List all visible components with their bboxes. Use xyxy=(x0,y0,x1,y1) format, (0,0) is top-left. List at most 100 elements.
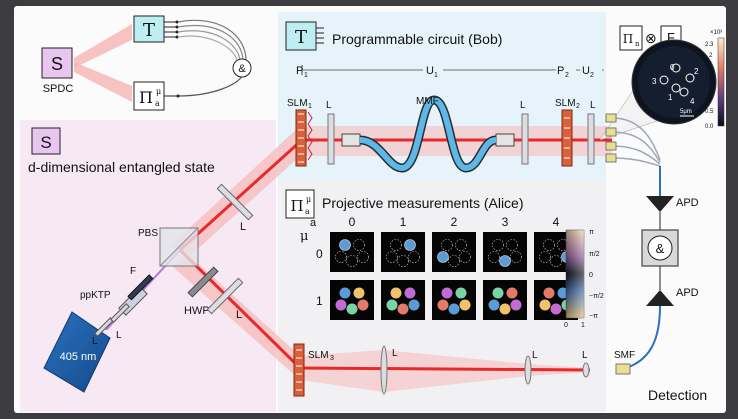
mode-spot xyxy=(437,251,449,263)
slm3-label: SLM xyxy=(308,350,329,361)
stage-p2-sub: 2 xyxy=(565,72,569,79)
intensity-colorbar: ×10³ 2.3 2 1.5 1 0.5 0.0 xyxy=(705,30,725,130)
mode-spot xyxy=(455,287,467,299)
alice-title: Projective measurements (Alice) xyxy=(322,195,524,211)
state-source-icon xyxy=(31,127,61,155)
slm1-sub: 1 xyxy=(308,103,312,110)
phase-tick-2: 0 xyxy=(589,272,593,279)
slm2-label: SLM xyxy=(555,98,576,109)
mode-spot xyxy=(408,299,420,311)
alice-lens-2 xyxy=(524,355,532,385)
mode-spot xyxy=(550,255,562,267)
scale-tick-3: 1 xyxy=(709,92,713,98)
mode-spot xyxy=(353,239,365,251)
phase-tick-0: π xyxy=(589,229,594,236)
stage-u1: U xyxy=(426,65,434,77)
smf-label: SMF xyxy=(614,350,635,361)
mode-spot xyxy=(346,255,358,267)
slm1-label: SLM xyxy=(287,98,308,109)
state-panel-title: d-dimensional entangled state xyxy=(28,159,215,175)
mode-spot xyxy=(550,303,562,315)
pump-lens-2-label: L xyxy=(116,330,122,341)
mode-spot xyxy=(339,287,351,299)
scale-bar-label: 5μm xyxy=(680,109,692,115)
core-label-1: 1 xyxy=(668,93,673,102)
alice-projector-sup: μ xyxy=(306,195,311,204)
mode-spot xyxy=(408,251,420,263)
scale-exponent: ×10³ xyxy=(710,30,722,36)
ppktp-label: ppKTP xyxy=(80,290,111,301)
coincidence-icon xyxy=(232,58,252,78)
alice-row-0: 0 xyxy=(316,247,323,261)
mode-spot xyxy=(448,303,460,315)
mode-spot xyxy=(510,251,522,263)
filter-element xyxy=(127,274,154,301)
alice-column-labels: 0 1 2 3 4 xyxy=(349,215,560,229)
phase-amplitude-colorbar: π π/2 0 −π/2 −π 0 1 xyxy=(564,229,604,329)
alice-projector-symbol: Π xyxy=(290,197,303,215)
mode-spot xyxy=(353,287,365,299)
projector-icon xyxy=(133,81,165,111)
coincidence-unit-icon xyxy=(647,235,673,261)
mode-spot xyxy=(459,251,471,263)
mode-spot xyxy=(506,239,518,251)
detection-op-sub: n xyxy=(635,40,640,48)
pump-lens-1-label: L xyxy=(92,336,98,347)
bob-tomography-icon xyxy=(285,21,317,51)
apd-top xyxy=(646,196,674,212)
mode-spot xyxy=(539,251,551,263)
alice-a-label: a xyxy=(310,217,317,229)
apd-bottom-label: APD xyxy=(676,287,699,299)
alice-projector-sub: a xyxy=(305,207,310,216)
mode-spot xyxy=(510,299,522,311)
amp-tick-0: 0 xyxy=(564,322,568,329)
alice-lens-3-label: L xyxy=(582,350,588,361)
mode-spot xyxy=(506,287,518,299)
mode-spot xyxy=(441,239,453,251)
stage-p2: P xyxy=(557,65,564,77)
slm3: SLM 3 xyxy=(293,343,334,397)
mode-spot xyxy=(543,287,555,299)
bob-title: Programmable circuit (Bob) xyxy=(332,31,502,47)
alice-row-1: 1 xyxy=(316,294,323,308)
stage-p1-sub: 1 xyxy=(304,72,308,79)
detection-label: Detection xyxy=(648,387,707,403)
laser-module: 405 nm xyxy=(43,311,111,393)
mode-spot xyxy=(357,299,369,311)
bob-lens-3 xyxy=(587,113,595,165)
upper-lens xyxy=(216,183,254,221)
core-label-2: 2 xyxy=(694,67,699,76)
lower-lens-label: L xyxy=(236,309,242,321)
detector-outputs xyxy=(164,20,179,39)
alice-col-0: 0 xyxy=(349,215,356,229)
beam-to-tomography xyxy=(74,24,132,68)
upper-lens-label: L xyxy=(240,221,246,233)
detection-op-symbol: Π xyxy=(623,32,633,46)
alice-col-3: 3 xyxy=(502,215,509,229)
mode-spot xyxy=(386,299,398,311)
mode-spot xyxy=(459,299,471,311)
coincidence-symbol: & xyxy=(238,63,246,75)
filter-label: F xyxy=(130,266,136,277)
alice-lens-2-label: L xyxy=(532,350,538,361)
mode-spot xyxy=(335,299,347,311)
projector-sub: a xyxy=(155,99,160,108)
scale-tick-4: 0.5 xyxy=(705,109,714,115)
detection-projector-icon xyxy=(619,25,643,51)
stage-u2: U xyxy=(582,65,590,77)
mode-spot xyxy=(448,255,460,267)
bob-stage-ruler: P 1 U 1 P 2 U 2 xyxy=(296,62,604,79)
alice-lens-3 xyxy=(582,362,590,378)
mode-spot xyxy=(437,299,449,311)
apd-bottom xyxy=(646,290,674,306)
scale-tick-0: 2.3 xyxy=(705,42,714,48)
alice-col-1: 1 xyxy=(400,215,407,229)
mode-spot xyxy=(492,239,504,251)
mode-spot xyxy=(357,251,369,263)
stage-p1: P xyxy=(296,65,303,77)
core-label-3: 3 xyxy=(652,77,657,86)
measurement-tile xyxy=(432,232,476,272)
slm2: SLM 2 xyxy=(555,98,580,167)
scale-tick-2: 1.5 xyxy=(705,74,714,80)
